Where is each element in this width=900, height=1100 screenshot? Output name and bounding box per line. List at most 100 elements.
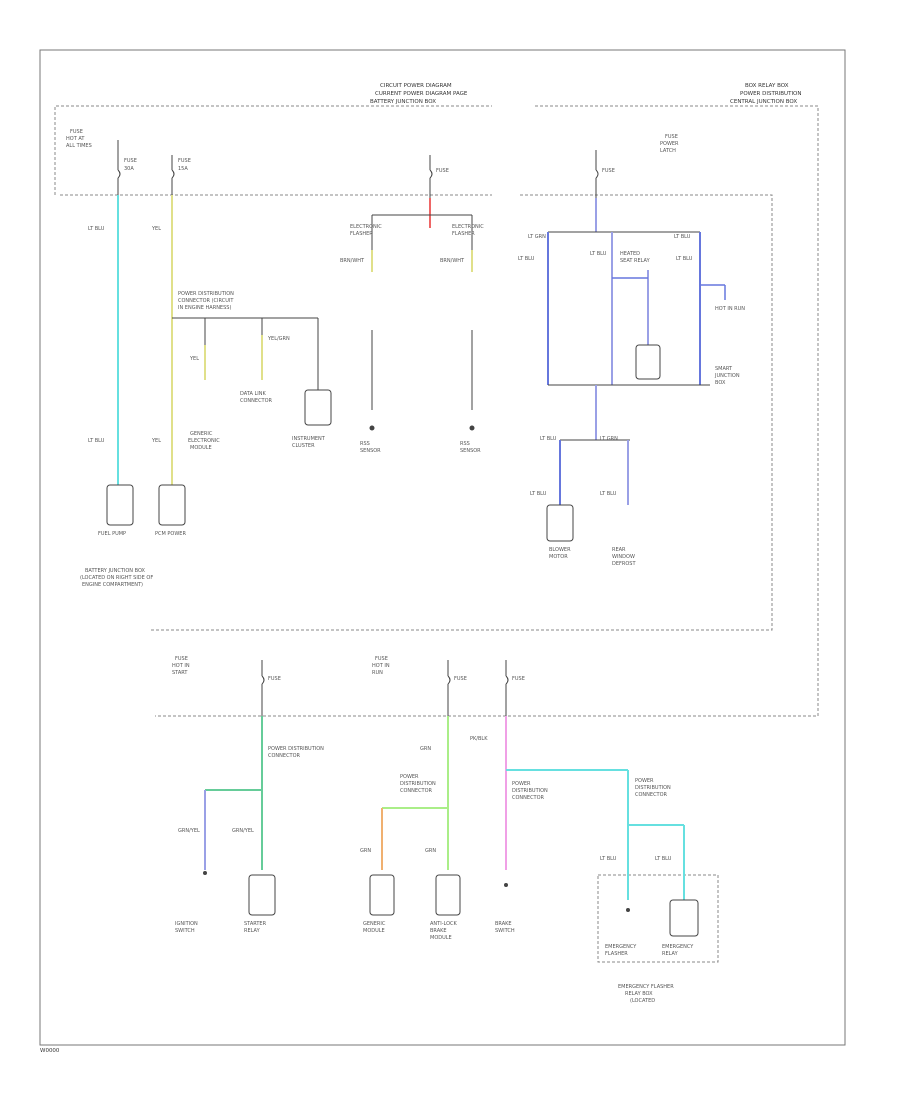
svg-text:GENERIC: GENERIC (363, 921, 386, 927)
svg-text:LT BLU: LT BLU (88, 438, 105, 444)
svg-text:FUSE: FUSE (454, 676, 467, 682)
svg-text:HOT AT: HOT AT (66, 136, 85, 142)
header-right-line3: CENTRAL JUNCTION BOX (730, 99, 797, 105)
junction-box-top-outline (54, 105, 819, 717)
svg-text:ELECTRONIC: ELECTRONIC (452, 224, 484, 230)
svg-text:CONNECTOR (CIRCUIT: CONNECTOR (CIRCUIT (178, 298, 234, 304)
svg-text:FUSE: FUSE (178, 158, 191, 164)
svg-text:FUSE: FUSE (124, 158, 137, 164)
svg-text:START: START (172, 670, 188, 676)
svg-text:POWER DISTRIBUTION: POWER DISTRIBUTION (268, 746, 324, 752)
svg-text:LT BLU: LT BLU (676, 256, 693, 262)
component-gem (304, 389, 332, 426)
svg-text:REAR: REAR (612, 547, 626, 553)
svg-text:FUSE: FUSE (175, 656, 188, 662)
svg-text:BRAKE: BRAKE (430, 928, 447, 934)
svg-text:DISTRIBUTION: DISTRIBUTION (400, 781, 436, 787)
svg-text:YEL/GRN: YEL/GRN (267, 336, 290, 342)
svg-text:RELAY BOX: RELAY BOX (625, 991, 653, 997)
svg-text:MODULE: MODULE (363, 928, 385, 934)
svg-text:BRAKE: BRAKE (495, 921, 512, 927)
header-left: CIRCUIT POWER DIAGRAM CURRENT POWER DIAG… (370, 83, 468, 105)
svg-text:RSS: RSS (360, 441, 370, 447)
svg-text:LT BLU: LT BLU (674, 234, 691, 240)
svg-text:ELECTRONIC: ELECTRONIC (188, 438, 220, 444)
svg-text:ENGINE COMPARTMENT): ENGINE COMPARTMENT) (82, 582, 143, 588)
svg-text:FLASHER: FLASHER (350, 231, 373, 237)
svg-text:FLASHER: FLASHER (605, 951, 628, 957)
svg-text:RELAY: RELAY (662, 951, 679, 957)
component-ignition-relay (248, 874, 276, 916)
fuse-group-left: FUSE HOT AT ALL TIMES FUSE 30A FUSE 15A (66, 129, 191, 195)
header-left-line1: CIRCUIT POWER DIAGRAM (380, 83, 452, 89)
svg-text:SEAT RELAY: SEAT RELAY (620, 258, 651, 264)
header-right-line1: BOX RELAY BOX (745, 83, 789, 89)
component-pcm-power-relay (158, 484, 186, 526)
svg-text:FUSE: FUSE (436, 168, 449, 174)
svg-text:GRN/YEL: GRN/YEL (178, 828, 200, 834)
svg-text:WINDOW: WINDOW (612, 554, 635, 560)
svg-text:POWER DISTRIBUTION: POWER DISTRIBUTION (178, 291, 234, 297)
svg-text:ELECTRONIC: ELECTRONIC (350, 224, 382, 230)
svg-text:SWITCH: SWITCH (175, 928, 195, 934)
svg-text:GRN: GRN (420, 746, 431, 752)
svg-text:FUSE: FUSE (268, 676, 281, 682)
svg-text:LT BLU: LT BLU (518, 256, 535, 262)
svg-text:YEL: YEL (189, 356, 199, 362)
svg-text:BRN/WHT: BRN/WHT (440, 258, 465, 264)
svg-text:HEATED: HEATED (620, 251, 640, 257)
svg-text:RUN: RUN (372, 670, 383, 676)
svg-text:FLASHER: FLASHER (452, 231, 475, 237)
svg-text:CONNECTOR: CONNECTOR (240, 398, 273, 404)
svg-text:YEL: YEL (151, 438, 161, 444)
svg-text:STARTER: STARTER (244, 921, 267, 927)
header-right: BOX RELAY BOX POWER DISTRIBUTION CENTRAL… (730, 83, 802, 105)
svg-text:POWER: POWER (660, 141, 679, 147)
svg-text:HOT IN: HOT IN (372, 663, 390, 669)
svg-text:SMART: SMART (715, 366, 733, 372)
svg-text:DISTRIBUTION: DISTRIBUTION (512, 788, 548, 794)
svg-text:EMERGENCY FLASHER: EMERGENCY FLASHER (618, 984, 674, 990)
svg-text:DISTRIBUTION: DISTRIBUTION (635, 785, 671, 791)
svg-text:FUEL PUMP: FUEL PUMP (98, 531, 126, 537)
outer-frame (39, 49, 846, 1046)
svg-text:IN ENGINE HARNESS): IN ENGINE HARNESS) (178, 305, 231, 311)
svg-text:(LOCATED: (LOCATED (630, 998, 655, 1004)
svg-text:PCM POWER: PCM POWER (155, 531, 186, 537)
svg-text:ALL TIMES: ALL TIMES (66, 143, 92, 149)
svg-text:HOT IN: HOT IN (172, 663, 190, 669)
svg-text:EMERGENCY: EMERGENCY (605, 944, 637, 950)
svg-text:CONNECTOR: CONNECTOR (268, 753, 301, 759)
svg-text:FUSE: FUSE (70, 129, 83, 135)
svg-text:YEL: YEL (151, 226, 161, 232)
svg-text:(LOCATED ON RIGHT SIDE OF: (LOCATED ON RIGHT SIDE OF (80, 575, 153, 581)
svg-text:MOTOR: MOTOR (549, 554, 568, 560)
svg-text:LT BLU: LT BLU (600, 856, 617, 862)
svg-text:BOX: BOX (715, 380, 726, 386)
svg-text:DEFROST: DEFROST (612, 561, 636, 567)
svg-text:MODULE: MODULE (430, 935, 452, 941)
svg-text:POWER: POWER (635, 778, 654, 784)
svg-text:MODULE: MODULE (190, 445, 212, 451)
svg-text:LT BLU: LT BLU (600, 491, 617, 497)
svg-text:RSS: RSS (460, 441, 470, 447)
svg-text:EMERGENCY: EMERGENCY (662, 944, 694, 950)
svg-text:LATCH: LATCH (660, 148, 676, 154)
component-emergency-relay (669, 899, 699, 937)
footer-code: W0000 (40, 1048, 60, 1054)
svg-text:GRN: GRN (425, 848, 436, 854)
header-left-line2: CURRENT POWER DIAGRAM PAGE (375, 91, 468, 97)
component-fuel-pump-relay (106, 484, 134, 526)
svg-text:JUNCTION: JUNCTION (714, 373, 740, 379)
svg-text:POWER: POWER (512, 781, 531, 787)
svg-text:LT BLU: LT BLU (530, 491, 547, 497)
svg-text:FUSE: FUSE (512, 676, 525, 682)
svg-text:DATA LINK: DATA LINK (240, 391, 266, 397)
svg-text:INSTRUMENT: INSTRUMENT (292, 436, 326, 442)
svg-text:PK/BLK: PK/BLK (470, 736, 488, 742)
svg-text:GRN: GRN (360, 848, 371, 854)
svg-text:LT GRN: LT GRN (600, 436, 618, 442)
component-abs-module (435, 874, 461, 916)
header-left-line3: BATTERY JUNCTION BOX (370, 99, 436, 105)
